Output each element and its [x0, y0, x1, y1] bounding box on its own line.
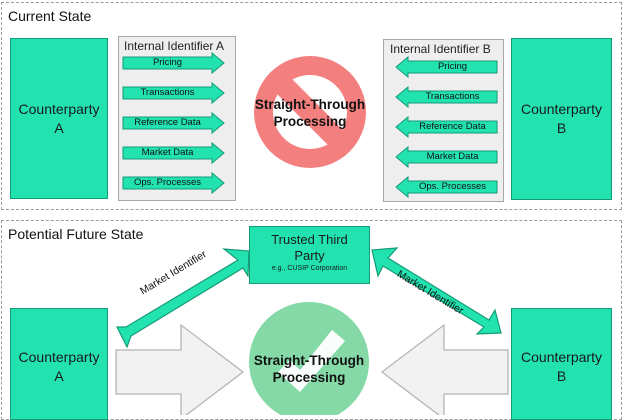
flow-arrow-label: Transactions	[425, 91, 480, 102]
flow-arrow-a-3: Reference Data	[122, 111, 225, 135]
internal-identifier-a-title: Internal Identifier A	[124, 39, 225, 53]
current-stp-line1: Straight-Through	[254, 97, 366, 112]
future-stp-line1: Straight-Through	[253, 353, 365, 368]
left-hollow-arrow	[115, 323, 245, 415]
future-stp-label: Straight-Through Processing	[239, 352, 379, 386]
future-counterparty-a-line1: Counterparty	[18, 349, 100, 365]
future-counterparty-a-box: Counterparty A	[10, 308, 108, 420]
current-state-title: Current State	[8, 8, 92, 24]
flow-arrow-b-1: Pricing	[395, 55, 498, 79]
trusted-third-party-box: Trusted Third Party e.g., CUSIP Corporat…	[249, 226, 370, 284]
left-link-arrow	[116, 248, 250, 349]
future-counterparty-b-line1: Counterparty	[521, 349, 602, 365]
check-mark-icon	[278, 330, 345, 392]
counterparty-b-box: Counterparty B	[511, 38, 612, 200]
trusted-third-party-line1: Trusted Third	[271, 232, 348, 247]
flow-arrow-b-5: Ops. Processes	[395, 175, 498, 199]
counterparty-a-label-line1: Counterparty	[18, 100, 100, 117]
future-counterparty-b-line2: B	[556, 368, 567, 384]
trusted-third-party-subtitle: e.g., CUSIP Corporation	[271, 265, 348, 272]
flow-arrow-a-4: Market Data	[122, 141, 225, 165]
trusted-third-party-line2: Party	[294, 248, 325, 263]
enabled-circle-icon	[249, 302, 369, 415]
flow-arrow-label: Reference Data	[134, 117, 201, 128]
counterparty-b-label-line2: B	[556, 120, 567, 136]
flow-arrow-label: Market Data	[141, 147, 194, 158]
flow-arrow-label: Ops. Processes	[418, 181, 487, 192]
flow-arrow-a-1: Pricing	[122, 51, 225, 75]
future-state-title: Potential Future State	[8, 226, 144, 242]
flow-arrow-a-5: Ops. Processes	[122, 171, 225, 195]
flow-arrow-b-2: Transactions	[395, 85, 498, 109]
flow-arrow-a-2: Transactions	[122, 81, 225, 105]
flow-arrow-label: Transactions	[140, 87, 195, 98]
flow-arrow-b-3: Reference Data	[395, 115, 498, 139]
future-counterparty-a-line2: A	[54, 368, 64, 384]
internal-identifier-b-title: Internal Identifier B	[390, 42, 491, 56]
future-stp-line2: Processing	[272, 370, 346, 385]
right-link-arrow	[371, 247, 502, 335]
flow-arrow-label: Pricing	[152, 57, 183, 68]
future-counterparty-b-box: Counterparty B	[511, 308, 612, 420]
current-stp-line2: Processing	[273, 114, 347, 129]
flow-arrow-label: Reference Data	[419, 121, 486, 132]
current-stp-label: Straight-Through Processing	[240, 96, 380, 130]
flow-arrow-b-4: Market Data	[395, 145, 498, 169]
flow-arrow-label: Market Data	[426, 151, 479, 162]
flow-arrow-label: Pricing	[437, 61, 468, 72]
right-hollow-arrow	[380, 323, 509, 415]
counterparty-a-label-line2: A	[54, 119, 64, 136]
flow-arrow-label: Ops. Processes	[133, 177, 202, 188]
current-state-panel	[1, 2, 622, 210]
counterparty-a-box: Counterparty A	[10, 38, 108, 199]
counterparty-b-label-line1: Counterparty	[521, 101, 602, 117]
